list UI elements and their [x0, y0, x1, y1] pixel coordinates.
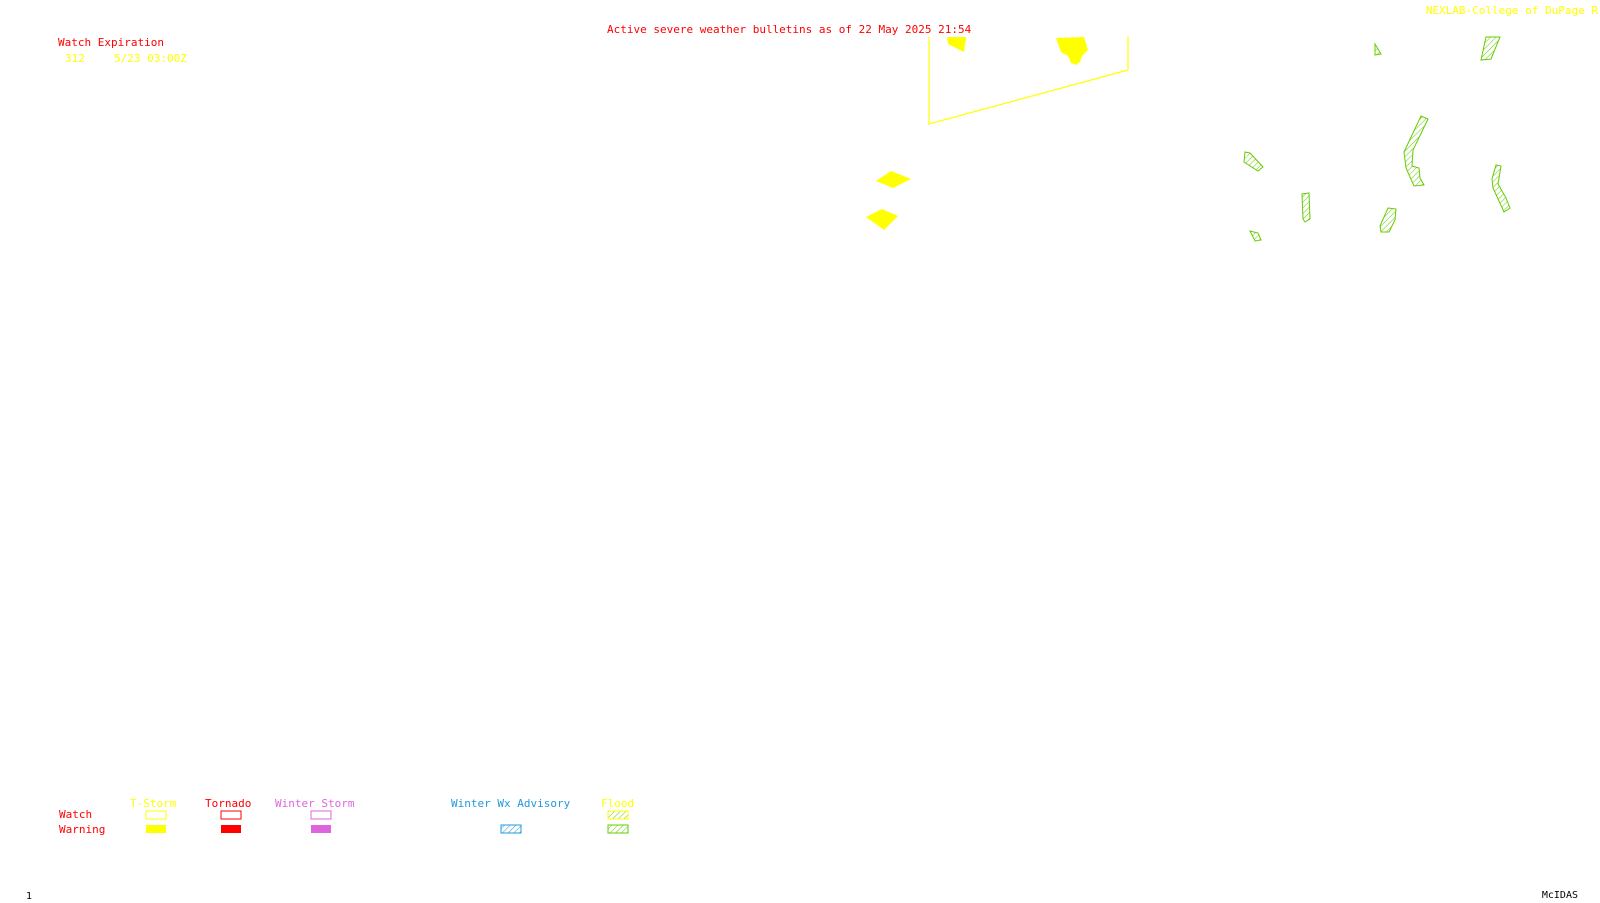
tstorm-warning-polygon[interactable] — [1056, 37, 1088, 65]
legend-row-watch: Watch — [59, 808, 93, 821]
legend-label-winter-storm: Winter Storm — [275, 797, 355, 810]
tstorm-watch-polygon[interactable] — [928, 36, 1129, 125]
legend-winter-advisory-swatch — [500, 824, 522, 834]
flood-warning-polygon[interactable] — [1374, 42, 1382, 56]
flood-warning-polygon[interactable] — [1301, 192, 1311, 223]
flood-warning-polygon[interactable] — [1491, 164, 1511, 213]
watch-number[interactable]: 312 — [65, 52, 85, 65]
legend-tstorm-warning-swatch — [146, 825, 166, 833]
legend-row-warning: Warning — [59, 823, 106, 836]
flood-warning-polygon[interactable] — [1403, 115, 1429, 187]
legend-tornado-watch-swatch — [220, 810, 242, 820]
watch-expiration-time: 5/23 03:00Z — [114, 52, 187, 65]
frame-number: 1 — [26, 891, 33, 902]
legend-label-flood: Flood — [601, 797, 635, 810]
legend-flood-watch-swatch — [607, 810, 629, 820]
bulletin-title: Active severe weather bulletins as of 22… — [607, 23, 972, 36]
legend-winter-storm-warning-swatch — [311, 825, 331, 833]
watch-expiration-heading: Watch Expiration — [58, 36, 164, 49]
legend-tstorm-watch-swatch — [145, 810, 167, 820]
flood-warning-polygon[interactable] — [1480, 36, 1501, 61]
flood-warning-polygon[interactable] — [1243, 151, 1264, 172]
legend-flood-warning-swatch — [607, 824, 629, 834]
legend-label-winter-advisory: Winter Wx Advisory — [451, 797, 571, 810]
software-label: McIDAS — [1541, 890, 1578, 901]
tstorm-warning-polygon[interactable] — [947, 37, 966, 52]
flood-warning-polygon[interactable] — [1249, 230, 1262, 242]
flood-warning-polygon[interactable] — [1379, 207, 1397, 233]
legend-winter-storm-watch-swatch — [310, 810, 332, 820]
legend-label-tstorm: T-Storm — [130, 797, 177, 810]
credit-label: NEXLAB-College of DuPage R — [1425, 4, 1598, 17]
tstorm-warning-polygon[interactable] — [866, 209, 898, 230]
legend-label-tornado: Tornado — [205, 797, 252, 810]
tstorm-warning-polygon[interactable] — [876, 171, 911, 188]
legend-tornado-warning-swatch — [221, 825, 241, 833]
